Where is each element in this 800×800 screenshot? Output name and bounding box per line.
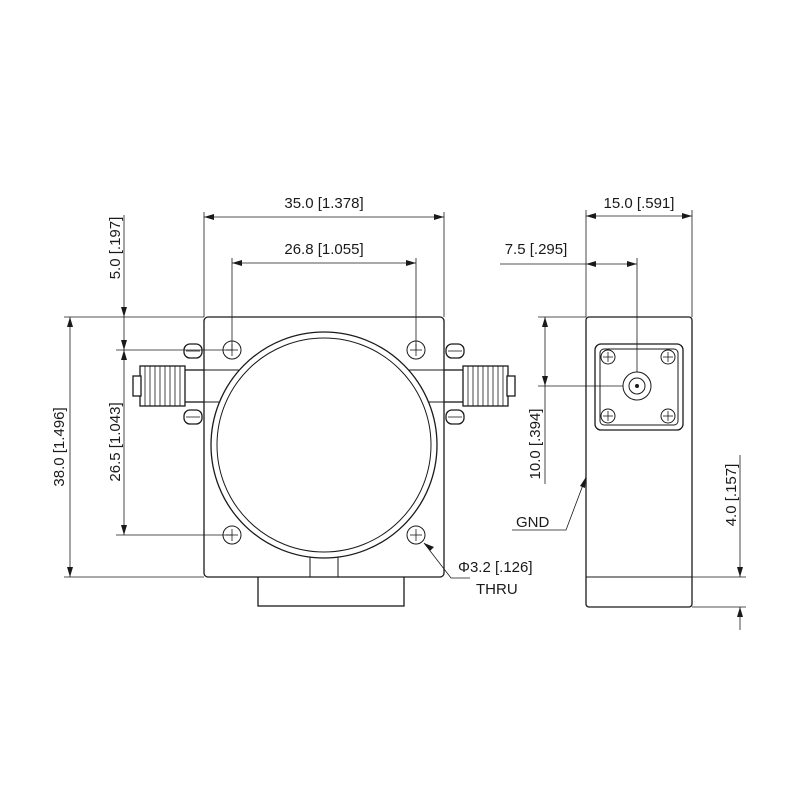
right-connector	[442, 343, 516, 425]
side-view-dimensions	[500, 210, 746, 630]
hole-type-label: THRU	[476, 581, 518, 598]
base-height-label: 4.0 [.157]	[723, 464, 740, 527]
connector-flange	[594, 343, 684, 431]
gnd-label: GND	[516, 514, 550, 531]
connector-height-label: 10.0 [.394]	[527, 409, 544, 480]
bottom-tab	[257, 575, 405, 607]
hole-spacing-x-label: 26.8 [1.055]	[284, 241, 363, 258]
dimension-labels: 35.0 [1.378] 26.8 [1.055] 5.0 [.197] 38.…	[51, 195, 740, 598]
connector-offset-label: 7.5 [.295]	[505, 241, 568, 258]
hole-spacing-y-label: 26.5 [1.043]	[107, 402, 124, 481]
circular-cover	[210, 331, 438, 559]
overall-height-label: 38.0 [1.496]	[51, 407, 68, 486]
side-view	[585, 316, 693, 608]
overall-width-label: 35.0 [1.378]	[284, 195, 363, 212]
front-view-dimensions	[64, 212, 470, 579]
top-offset-label: 5.0 [.197]	[107, 217, 124, 280]
hole-diameter-label: Φ3.2 [.126]	[458, 559, 533, 576]
side-width-label: 15.0 [.591]	[604, 195, 675, 212]
front-view	[132, 316, 516, 607]
left-connector	[132, 343, 206, 425]
flange-screws	[600, 349, 676, 424]
